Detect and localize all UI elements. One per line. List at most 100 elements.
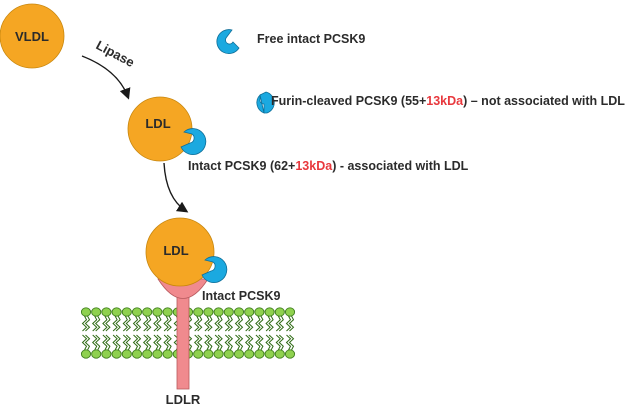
lipid-head bbox=[213, 349, 224, 359]
lipid-tail bbox=[275, 334, 282, 351]
lipid-tail bbox=[156, 315, 162, 332]
lipid-head bbox=[244, 349, 255, 359]
lipid-tail bbox=[255, 315, 261, 332]
lipid-tail bbox=[132, 315, 139, 332]
lipid-tail bbox=[204, 315, 210, 332]
intact-bound-label: Intact PCSK9 bbox=[202, 289, 281, 303]
lipid-tail bbox=[112, 334, 118, 351]
legend: Free intact PCSK9 Furin-cleaved PCSK9 (5… bbox=[216, 29, 625, 114]
vldl-particle: VLDL bbox=[0, 3, 65, 69]
lipid-head bbox=[101, 349, 112, 359]
lipid-head bbox=[80, 349, 92, 359]
lipid-tail bbox=[84, 315, 91, 332]
lipid-tail bbox=[94, 315, 101, 332]
lipid-tail bbox=[265, 334, 271, 351]
ldl-bottom-label: LDL bbox=[163, 243, 188, 258]
lipid-tail bbox=[268, 334, 274, 351]
lipid-head bbox=[213, 307, 224, 317]
ldl-binding-arrow bbox=[163, 162, 189, 213]
lipid-head bbox=[111, 349, 122, 359]
lipase-arrow bbox=[81, 55, 131, 100]
lipid-head bbox=[101, 307, 112, 317]
lipid-head bbox=[162, 349, 173, 359]
lipid-tail bbox=[275, 315, 282, 332]
lipid-tail bbox=[122, 315, 129, 332]
lipid-head bbox=[264, 349, 275, 359]
lipid-tail bbox=[115, 334, 121, 351]
lipid-head bbox=[203, 349, 214, 359]
lipid-head bbox=[91, 307, 102, 317]
lipid-tail bbox=[105, 315, 111, 332]
lipid-tail bbox=[105, 334, 111, 351]
lipid-tail bbox=[91, 315, 98, 332]
lipid-head bbox=[244, 307, 255, 317]
lipid-tail bbox=[285, 315, 292, 332]
lipid-head bbox=[223, 307, 234, 317]
lipid-head bbox=[142, 307, 153, 317]
lipid-tail bbox=[135, 315, 142, 332]
lipid-head bbox=[284, 307, 296, 317]
lipid-tail bbox=[153, 315, 159, 332]
lipid-tail bbox=[163, 315, 169, 332]
lipid-tail bbox=[255, 334, 261, 351]
lipid-tail bbox=[156, 334, 162, 351]
ldl-receptor bbox=[157, 278, 209, 390]
lipid-head bbox=[193, 349, 204, 359]
lipid-head bbox=[142, 349, 153, 359]
lipid-tail bbox=[142, 334, 149, 351]
lipid-tail bbox=[278, 315, 285, 332]
lipid-head bbox=[193, 307, 204, 317]
lipid-tail bbox=[224, 334, 231, 351]
legend-cleaved-text: Furin-cleaved PCSK9 (55+13kDa) – not ass… bbox=[271, 94, 625, 108]
lipid-tail bbox=[224, 315, 231, 332]
ldl-particle-bottom: LDL bbox=[145, 217, 228, 287]
lipid-tail bbox=[112, 315, 118, 332]
lipid-tail bbox=[196, 334, 203, 351]
ldl-bottom-circle bbox=[145, 217, 215, 287]
lipid-tail bbox=[84, 334, 91, 351]
lipid-head bbox=[152, 307, 163, 317]
lipid-tail bbox=[207, 315, 213, 332]
ldl-middle-label: LDL bbox=[145, 116, 170, 131]
lipid-tail bbox=[163, 334, 169, 351]
lipid-head bbox=[152, 349, 163, 359]
lipid-head bbox=[162, 307, 173, 317]
lipid-head bbox=[264, 307, 275, 317]
lipid-tail bbox=[132, 334, 139, 351]
lipid-tail bbox=[135, 334, 142, 351]
lipid-tail bbox=[193, 334, 200, 351]
lipid-tail bbox=[285, 334, 292, 351]
lipid-tail bbox=[145, 334, 152, 351]
lipid-head bbox=[131, 349, 143, 359]
lipid-tail bbox=[102, 315, 108, 332]
pcsk9-cleaved-icon bbox=[256, 91, 275, 114]
ldlr-label: LDLR bbox=[166, 392, 201, 407]
lipid-tail bbox=[244, 315, 251, 332]
lipid-head bbox=[121, 307, 132, 317]
ldlr-stalk bbox=[176, 291, 190, 390]
cell-membrane bbox=[80, 307, 296, 359]
lipid-tail bbox=[125, 315, 132, 332]
vldl-label: VLDL bbox=[15, 29, 49, 44]
lipid-tail bbox=[258, 315, 264, 332]
lipid-head bbox=[111, 307, 122, 317]
lipid-tail bbox=[153, 334, 159, 351]
lipid-head bbox=[274, 349, 285, 359]
lipid-tail bbox=[125, 334, 132, 351]
lipid-tail bbox=[115, 315, 121, 332]
lipid-tail bbox=[258, 334, 264, 351]
lipid-tail bbox=[244, 334, 251, 351]
lipid-head bbox=[233, 307, 245, 317]
lipid-head bbox=[121, 349, 132, 359]
lipid-head bbox=[91, 349, 102, 359]
lipid-head bbox=[254, 349, 265, 359]
lipid-tail bbox=[247, 315, 254, 332]
intact-associated-label: Intact PCSK9 (62+13kDa) - associated wit… bbox=[188, 159, 469, 173]
lipid-head bbox=[80, 307, 92, 317]
lipid-tail bbox=[217, 315, 223, 332]
lipid-tail bbox=[227, 334, 234, 351]
pcsk9-bound-icon bbox=[201, 256, 228, 283]
lipid-tail bbox=[278, 334, 285, 351]
legend-free-text: Free intact PCSK9 bbox=[257, 32, 365, 46]
